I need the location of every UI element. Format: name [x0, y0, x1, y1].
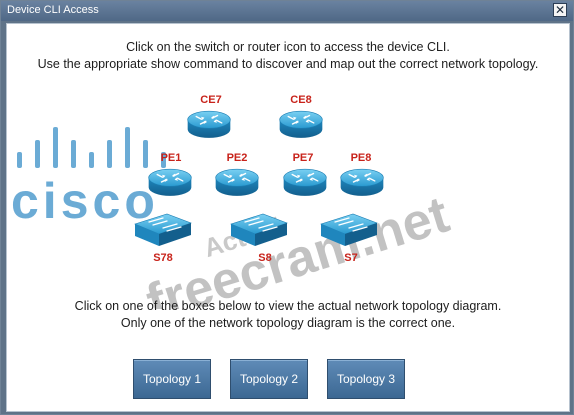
switch-s7-icon[interactable] [319, 210, 379, 250]
topology-3-button[interactable]: Topology 3 [327, 359, 405, 399]
device-label-pe8: PE8 [350, 152, 372, 164]
device-label-pe7: PE7 [292, 152, 314, 164]
close-button[interactable]: ✕ [553, 3, 567, 17]
title-bar: Device CLI Access ✕ [1, 1, 573, 21]
router-ce7-icon[interactable] [185, 108, 233, 140]
device-label-s8: S8 [258, 252, 272, 264]
device-label-pe2: PE2 [226, 152, 248, 164]
topology-1-button[interactable]: Topology 1 [133, 359, 211, 399]
router-pe2-icon[interactable] [213, 166, 261, 198]
router-pe1-icon[interactable] [146, 166, 194, 198]
router-pe7-icon[interactable] [281, 166, 329, 198]
device-label-ce7: CE7 [200, 94, 222, 106]
close-icon: ✕ [554, 3, 566, 17]
topology-prompt-line-1: Click on one of the boxes below to view … [74, 299, 502, 313]
window-title: Device CLI Access [7, 4, 99, 16]
topology-2-button[interactable]: Topology 2 [230, 359, 308, 399]
topology-prompt-line-2: Only one of the network topology diagram… [120, 316, 456, 330]
device-label-s78: S78 [153, 252, 173, 264]
switch-s78-icon[interactable] [133, 210, 193, 250]
instruction-line-1: Click on the switch or router icon to ac… [126, 40, 450, 54]
router-pe8-icon[interactable] [338, 166, 386, 198]
device-label-s7: S7 [344, 252, 358, 264]
instruction-line-2: Use the appropriate show command to disc… [37, 57, 539, 71]
switch-s8-icon[interactable] [229, 210, 289, 250]
device-label-ce8: CE8 [290, 94, 312, 106]
content-panel: cisco Actual freecram.net Click on the s… [6, 23, 570, 412]
router-ce8-icon[interactable] [277, 108, 325, 140]
device-label-pe1: PE1 [160, 152, 182, 164]
